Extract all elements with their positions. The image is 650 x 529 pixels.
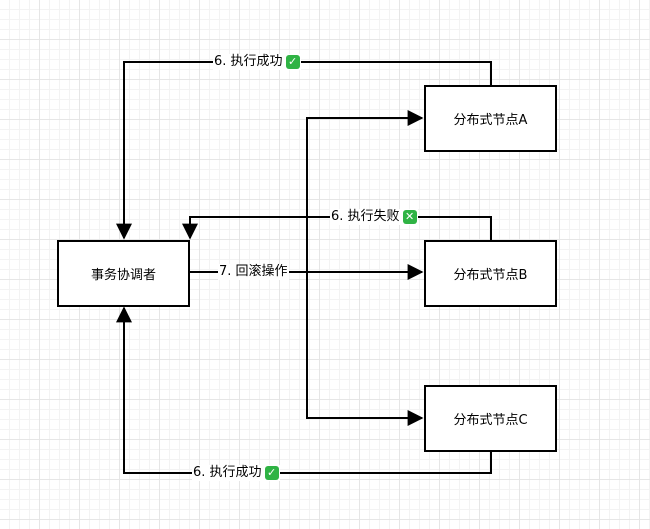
node-a[interactable]: 分布式节点A <box>424 85 557 152</box>
cross-mark-icon: ✕ <box>402 210 417 224</box>
edge-label-c-success: 6. 执行成功 ✓ <box>192 465 280 481</box>
edge-a-to-coordinator <box>116 61 492 240</box>
edge-label-a-success: 6. 执行成功 ✓ <box>213 54 301 70</box>
edge-trunk-to-a <box>306 110 424 272</box>
check-mark-icon: ✓ <box>264 466 279 480</box>
check-mark-icon: ✓ <box>285 55 300 69</box>
node-c[interactable]: 分布式节点C <box>424 385 557 452</box>
edge-label-rollback-text: 7. 回滚操作 <box>219 264 288 279</box>
coordinator-node[interactable]: 事务协调者 <box>57 240 190 307</box>
node-a-label: 分布式节点A <box>453 113 528 128</box>
edge-label-b-text: 6. 执行失败 <box>331 209 400 224</box>
edge-label-a-text: 6. 执行成功 <box>214 54 283 69</box>
node-b-label: 分布式节点B <box>453 268 528 283</box>
edge-label-c-text: 6. 执行成功 <box>193 465 262 480</box>
edge-label-rollback: 7. 回滚操作 <box>218 264 289 280</box>
node-b[interactable]: 分布式节点B <box>424 240 557 307</box>
node-c-label: 分布式节点C <box>453 413 528 428</box>
edge-c-to-coordinator <box>116 306 492 474</box>
coordinator-label: 事务协调者 <box>90 268 156 283</box>
edge-label-b-failure: 6. 执行失败 ✕ <box>330 209 418 225</box>
edge-trunk-to-c <box>306 272 424 426</box>
